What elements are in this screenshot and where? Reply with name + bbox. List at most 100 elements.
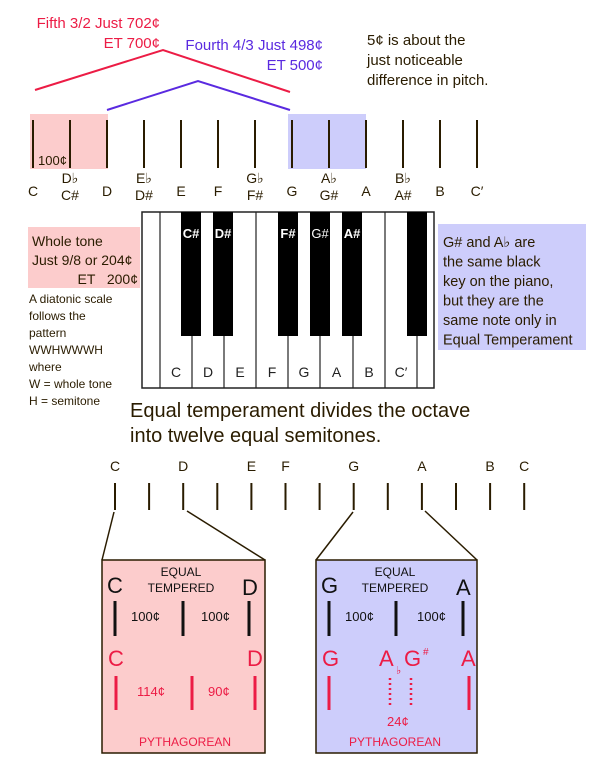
whole-tone-line: Just 9/8 or 204¢ (32, 252, 132, 268)
semitone-label: 100¢ (38, 153, 67, 168)
note-flat-name: E♭ (136, 170, 152, 186)
fourth-et-label: ET 500¢ (267, 57, 323, 74)
note-name: A (417, 458, 427, 474)
diatonic-line: where (28, 360, 62, 374)
jnd-line: just noticeable (366, 52, 463, 69)
black-key (342, 212, 362, 336)
note-name: D# (135, 187, 153, 203)
py-cents: 90¢ (208, 684, 230, 699)
enharmonic-line: G# and A♭ are (443, 235, 535, 251)
diatonic-note: A diatonic scale follows the pattern WWH… (28, 292, 113, 408)
diatonic-line: W = whole tone (29, 377, 112, 391)
et-cents: 100¢ (345, 609, 374, 624)
py-note-right: A (461, 646, 476, 671)
fourth-label: Fourth 4/3 Just 498¢ (185, 37, 323, 54)
enharmonic-box (438, 224, 586, 350)
py-note-left: G (322, 646, 339, 671)
flat-sign: ♭ (396, 665, 401, 677)
zoom-box-frame (315, 559, 478, 754)
jnd-line: 5¢ is about the (367, 32, 465, 49)
jnd-line: difference in pitch. (367, 72, 488, 89)
gsharp-highlight (288, 114, 366, 169)
note-flat-name: B♭ (395, 170, 411, 186)
et-note-left: C (107, 573, 123, 598)
note-name: C (110, 458, 120, 474)
enharmonic-line: but they are the (443, 294, 544, 310)
zoom-line (186, 510, 266, 561)
py-footer: PYTHAGOREAN (349, 735, 441, 749)
jnd-note: 5¢ is about the just noticeable differen… (366, 32, 488, 89)
enharmonic-line: key on the piano, (443, 274, 553, 290)
note-name: E (247, 458, 256, 474)
diatonic-line: pattern (29, 326, 66, 340)
py-cents: 114¢ (137, 684, 165, 699)
black-key-label: C# (183, 226, 200, 241)
note-name: C (519, 458, 529, 474)
enharmonic-line: Equal Temperament (443, 333, 573, 349)
enharmonic-line: the same black (443, 255, 541, 271)
fifth-et-label: ET 700¢ (104, 35, 160, 52)
fifth-bracket (34, 48, 291, 93)
note-name: D (178, 458, 188, 474)
note-name: A (361, 183, 371, 199)
et-note-right: D (242, 575, 258, 600)
py-note-right: D (247, 646, 263, 671)
white-key-label: E (235, 364, 244, 380)
zoom-box-frame (101, 559, 266, 754)
black-key-label: F# (280, 226, 296, 241)
diatonic-line: WWHWWWH (29, 343, 103, 357)
et-cents: 100¢ (201, 609, 230, 624)
note-name: C# (61, 187, 79, 203)
white-key-label: C (171, 364, 181, 380)
note-name: C′ (471, 183, 484, 199)
note-name: G (348, 458, 359, 474)
et-note-left: G (321, 573, 338, 598)
et-cents: 100¢ (417, 609, 446, 624)
diatonic-line: A diatonic scale (29, 292, 113, 306)
note-flat-name: A♭ (321, 170, 337, 186)
note-name: F (214, 183, 223, 199)
black-key-label: D# (215, 226, 232, 241)
black-key-label: A# (344, 226, 361, 241)
comma-cents: 24¢ (387, 714, 409, 729)
note-name: G (287, 183, 298, 199)
black-key (407, 212, 427, 336)
note-name: D (102, 183, 112, 199)
note-name: F# (247, 187, 264, 203)
note-name: A# (394, 187, 411, 203)
black-key (310, 212, 330, 336)
whole-tone-line: Whole tone (32, 233, 103, 249)
zoom-box-c-d: EQUAL TEMPERED C D 100¢ 100¢ C D 114¢ 90… (101, 559, 266, 754)
note-name: B (485, 458, 494, 474)
caption-line: into twelve equal semitones. (130, 425, 381, 447)
diatonic-line: H = semitone (29, 394, 100, 408)
et-note-right: A (456, 575, 471, 600)
whole-tone-line: ET 200¢ (78, 271, 138, 287)
black-key (278, 212, 298, 336)
note-name: B (435, 183, 444, 199)
white-key-label: D (203, 364, 213, 380)
fifth-label: Fifth 3/2 Just 702¢ (37, 15, 160, 32)
py-note-left: C (108, 646, 124, 671)
zoom-line (101, 511, 115, 561)
black-key-label: G# (311, 226, 329, 241)
zoom-line (424, 510, 478, 561)
caption-line: Equal temperament divides the octave (130, 400, 470, 422)
diatonic-line: follows the (29, 309, 86, 323)
zoom-box-g-a: EQUAL TEMPERED G A 100¢ 100¢ G A A ♭ G #… (315, 559, 478, 754)
et-title: TEMPERED (362, 581, 429, 595)
py-g-sharp: G (404, 646, 421, 671)
note-name: F (281, 458, 290, 474)
note-name: C (28, 183, 38, 199)
white-key-label: F (268, 364, 277, 380)
white-key-label: B (364, 364, 373, 380)
note-name: E (176, 183, 185, 199)
white-key-label: C′ (395, 364, 408, 380)
et-title: EQUAL (375, 565, 416, 579)
fourth-bracket (106, 79, 291, 111)
et-title: TEMPERED (148, 581, 215, 595)
